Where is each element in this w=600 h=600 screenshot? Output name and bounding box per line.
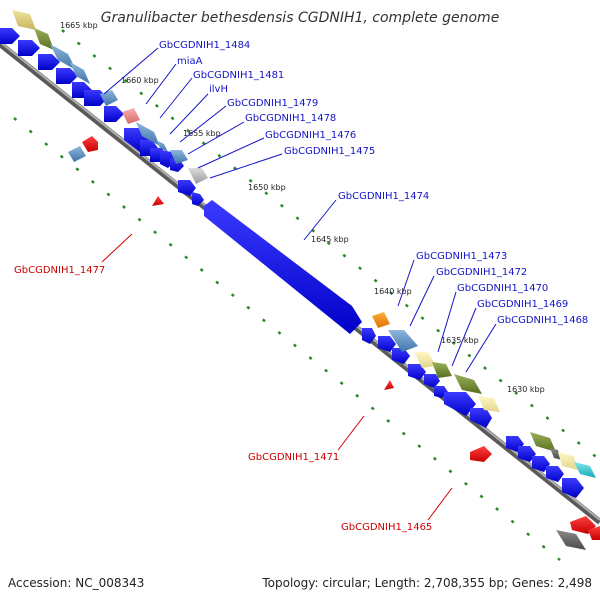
tick-label: 1640 kbp — [374, 287, 412, 296]
feature-block[interactable] — [558, 452, 578, 470]
map-title: Granulibacter bethesdensis CGDNIH1, comp… — [101, 10, 500, 26]
gene-label[interactable]: ilvH — [209, 84, 228, 95]
gene-arrow[interactable] — [0, 28, 20, 44]
label-connectors — [101, 47, 497, 521]
kbp-ticks: 1665 kbp 1660 kbp 1655 kbp 1650 kbp 1645… — [60, 21, 545, 394]
gene-arrow-reverse[interactable] — [384, 380, 394, 390]
feature-block[interactable] — [530, 432, 556, 452]
gene-label[interactable]: GbCGDNIH1_1479 — [227, 98, 318, 109]
forward-gene-labels: GbCGDNIH1_1484 miaA GbCGDNIH1_1481 ilvH … — [159, 40, 588, 326]
feature-block[interactable] — [432, 362, 452, 378]
tick-label: 1645 kbp — [311, 235, 349, 244]
feature-block[interactable] — [100, 90, 118, 106]
feature-block[interactable] — [574, 462, 596, 478]
gene-label[interactable]: GbCGDNIH1_1478 — [245, 113, 336, 124]
gene-arrow[interactable] — [408, 364, 426, 380]
feature-block[interactable] — [50, 44, 76, 70]
gene-arrow[interactable] — [424, 374, 440, 388]
gene-arrow[interactable] — [470, 408, 492, 428]
feature-block[interactable] — [34, 28, 54, 50]
gene-arrow[interactable] — [178, 180, 196, 196]
gene-arrow[interactable] — [444, 392, 476, 416]
gene-label[interactable]: GbCGDNIH1_1473 — [416, 251, 507, 262]
gene-arrow-reverse[interactable] — [588, 526, 600, 540]
gene-arrow-1474[interactable] — [204, 200, 362, 334]
gene-label[interactable]: GbCGDNIH1_1469 — [477, 299, 568, 310]
gene-arrow[interactable] — [378, 336, 396, 352]
gene-arrow[interactable] — [38, 54, 60, 70]
tick-label: 1630 kbp — [507, 385, 545, 394]
gene-arrow[interactable] — [192, 192, 204, 206]
tick-label: 1650 kbp — [248, 183, 286, 192]
feature-block[interactable] — [478, 396, 500, 412]
tick-track-outer — [61, 29, 600, 461]
tick-label: 1655 kbp — [183, 129, 221, 138]
gene-label[interactable]: miaA — [177, 56, 203, 67]
feature-block[interactable] — [550, 448, 562, 460]
gene-arrow[interactable] — [546, 466, 564, 482]
feature-block[interactable] — [388, 330, 418, 352]
reverse-genes — [68, 136, 600, 540]
topology-text: Topology: circular; Length: 2,708,355 bp… — [261, 576, 592, 590]
gene-label[interactable]: GbCGDNIH1_1475 — [284, 146, 375, 157]
gene-label[interactable]: GbCGDNIH1_1471 — [248, 452, 339, 463]
gene-label[interactable]: GbCGDNIH1_1476 — [265, 130, 356, 141]
feature-block[interactable] — [170, 150, 188, 164]
gene-arrow[interactable] — [56, 68, 78, 84]
gene-arrow[interactable] — [104, 106, 124, 122]
feature-block[interactable] — [122, 108, 140, 124]
gene-arrow-reverse[interactable] — [82, 136, 98, 152]
feature-block[interactable] — [454, 374, 482, 394]
feature-block[interactable] — [414, 352, 436, 368]
gene-arrow[interactable] — [362, 328, 376, 344]
feature-blocks — [12, 10, 596, 550]
tick-label: 1635 kbp — [441, 336, 479, 345]
gene-arrow[interactable] — [562, 478, 584, 498]
gene-arrow[interactable] — [392, 348, 410, 364]
reverse-gene-labels: GbCGDNIH1_1477 GbCGDNIH1_1471 GbCGDNIH1_… — [14, 265, 432, 533]
gene-label[interactable]: GbCGDNIH1_1481 — [193, 70, 284, 81]
gene-arrow[interactable] — [518, 446, 536, 462]
gene-arrow-reverse[interactable] — [470, 446, 492, 462]
feature-block[interactable] — [12, 10, 36, 30]
feature-block[interactable] — [372, 312, 390, 328]
gene-label[interactable]: GbCGDNIH1_1472 — [436, 267, 527, 278]
feature-block[interactable] — [556, 530, 586, 550]
tick-label: 1665 kbp — [60, 21, 98, 30]
gene-arrow-reverse[interactable] — [68, 146, 86, 162]
accession-text: Accession: NC_008343 — [8, 576, 144, 590]
gene-label[interactable]: GbCGDNIH1_1470 — [457, 283, 548, 294]
gene-label[interactable]: GbCGDNIH1_1465 — [341, 522, 432, 533]
gene-label[interactable]: GbCGDNIH1_1484 — [159, 40, 250, 51]
feature-block[interactable] — [156, 140, 168, 152]
gene-label[interactable]: GbCGDNIH1_1474 — [338, 191, 429, 202]
gene-arrow[interactable] — [18, 40, 40, 56]
tick-label: 1660 kbp — [121, 76, 159, 85]
gene-label[interactable]: GbCGDNIH1_1468 — [497, 315, 588, 326]
feature-block[interactable] — [136, 122, 160, 146]
feature-block[interactable] — [70, 62, 90, 84]
gene-arrow-reverse[interactable] — [152, 196, 164, 206]
feature-block[interactable] — [188, 168, 208, 184]
gene-label[interactable]: GbCGDNIH1_1477 — [14, 265, 105, 276]
gene-arrow[interactable] — [532, 456, 550, 472]
